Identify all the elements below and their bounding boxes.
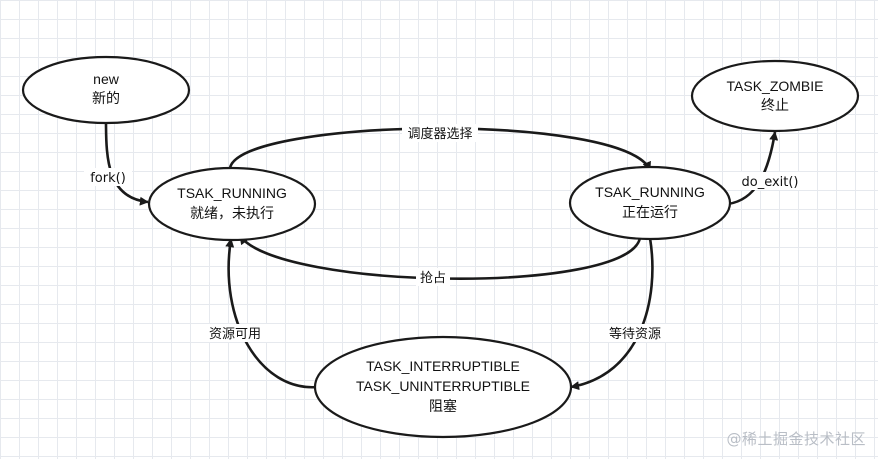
edge-label-resource-available: 资源可用 bbox=[209, 327, 261, 342]
edge-fork bbox=[104, 121, 149, 206]
node-ready-sublabel: 就绪，未执行 bbox=[190, 205, 274, 221]
node-running-sublabel: 正在运行 bbox=[622, 204, 678, 220]
edge-do-exit bbox=[727, 131, 779, 206]
edge-label-wait-resource: 等待资源 bbox=[609, 326, 661, 342]
edge-label-do-exit: do_exit() bbox=[741, 175, 798, 190]
edge-label-fork: fork() bbox=[90, 171, 126, 186]
node-zombie-label: TASK_ZOMBIE bbox=[727, 78, 824, 94]
node-zombie-sublabel: 终止 bbox=[761, 97, 789, 113]
node-new-label: new bbox=[93, 71, 120, 87]
node-new: new 新的 bbox=[21, 55, 191, 125]
node-blocked-label: TASK_INTERRUPTIBLE bbox=[366, 358, 520, 374]
node-running: TSAK_RUNNING 正在运行 bbox=[568, 165, 732, 241]
node-blocked: TASK_INTERRUPTIBLE TASK_UNINTERRUPTIBLE … bbox=[313, 335, 573, 439]
edge-resource-available bbox=[225, 238, 319, 389]
node-running-label: TSAK_RUNNING bbox=[595, 184, 705, 200]
node-ready: TSAK_RUNNING 就绪，未执行 bbox=[147, 166, 317, 242]
node-blocked-label-2: TASK_UNINTERRUPTIBLE bbox=[356, 378, 530, 394]
node-blocked-sublabel: 阻塞 bbox=[429, 398, 457, 414]
edge-preempt bbox=[238, 235, 642, 280]
edge-label-preempt: 抢占 bbox=[420, 270, 446, 286]
watermark: @稀土掘金技术社区 bbox=[726, 430, 866, 448]
node-zombie: TASK_ZOMBIE 终止 bbox=[690, 59, 860, 133]
node-new-sublabel: 新的 bbox=[92, 90, 120, 106]
edge-label-schedule: 调度器选择 bbox=[407, 126, 472, 142]
node-ready-label: TSAK_RUNNING bbox=[177, 185, 287, 201]
